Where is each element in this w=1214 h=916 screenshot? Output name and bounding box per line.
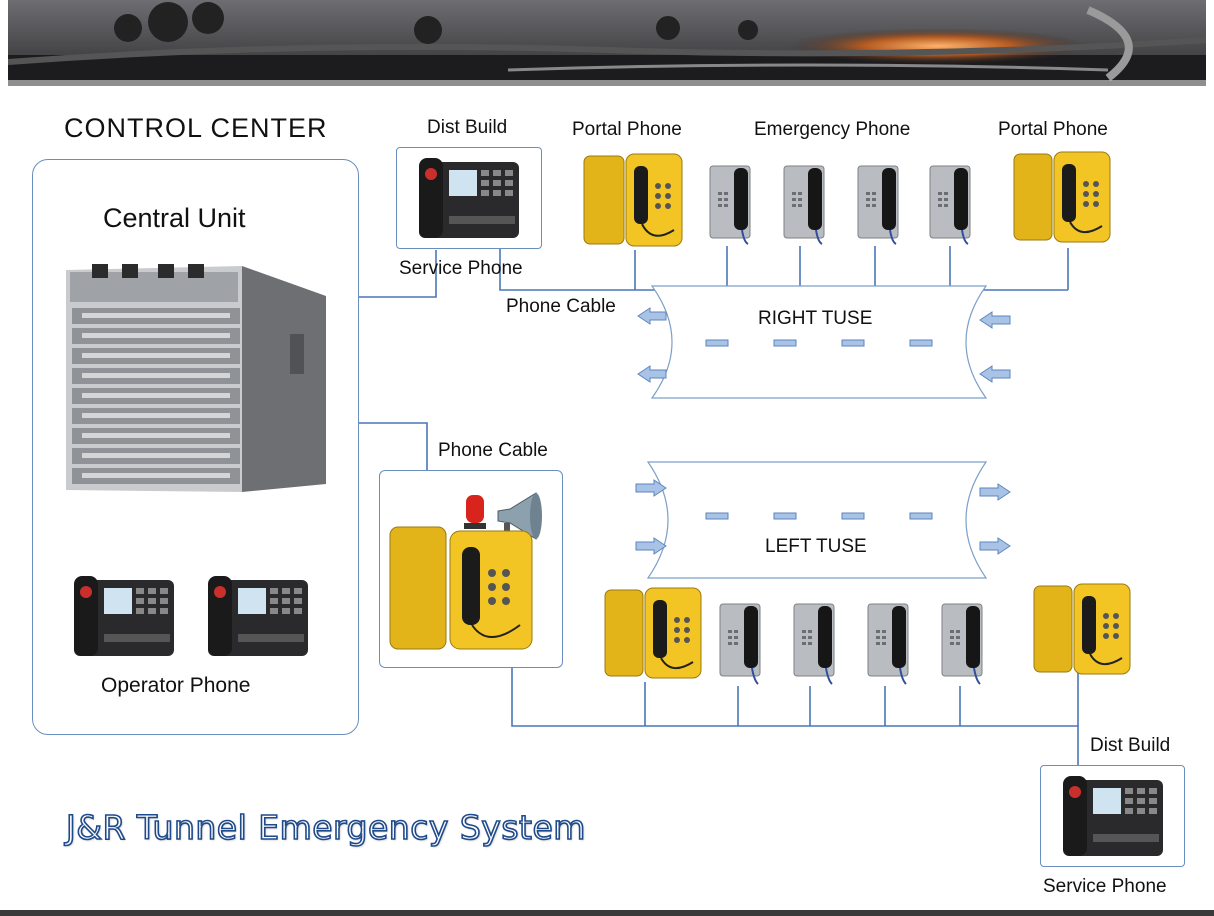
dist-build-top-box [396, 147, 542, 249]
dist-build-bottom-box [1040, 765, 1185, 867]
left-tunnel-diagram [635, 461, 1011, 579]
tunnel-road-photo [8, 0, 1206, 86]
phone-cable-mid-label: Phone Cable [438, 440, 548, 461]
left-tunnel-label: LEFT TUSE [765, 536, 867, 557]
portal-phone-left-label: Portal Phone [572, 119, 682, 140]
stainless-emergency-phone-icon [709, 165, 751, 245]
control-center-label: CONTROL CENTER [64, 113, 328, 143]
stainless-emergency-phone-icon [793, 603, 835, 685]
horn-speaker-icon [497, 492, 542, 540]
stainless-emergency-phone-icon [929, 165, 971, 245]
right-tunnel-label: RIGHT TUSE [758, 308, 873, 329]
portal-phone-box [379, 470, 563, 668]
yellow-portal-phone-icon [604, 587, 702, 679]
right-tunnel-diagram [637, 285, 1011, 399]
operator-phone-label: Operator Phone [101, 674, 251, 697]
stainless-emergency-phone-icon [941, 603, 983, 685]
dist-build-bottom-label: Dist Build [1090, 735, 1171, 756]
server-chassis-icon [66, 264, 326, 492]
beacon-light-icon [464, 495, 486, 529]
phone-cable-top-label: Phone Cable [506, 296, 616, 317]
stainless-emergency-phone-icon [719, 603, 761, 685]
desk-phone-icon [74, 576, 174, 656]
service-phone-bottom-label: Service Phone [1043, 876, 1167, 897]
system-title: J&R Tunnel Emergency System [65, 807, 586, 848]
yellow-portal-phone-icon [389, 526, 533, 650]
stainless-emergency-phone-icon [867, 603, 909, 685]
header-banner [8, 0, 1206, 86]
desk-phone-icon [419, 158, 519, 238]
cable-central-to-dist [326, 250, 437, 298]
portal-phone-right-label: Portal Phone [998, 119, 1108, 140]
desk-phone-icon [1063, 776, 1163, 856]
yellow-portal-phone-icon [1013, 151, 1111, 243]
stainless-emergency-phone-icon [857, 165, 899, 245]
yellow-portal-phone-icon [583, 153, 683, 247]
desk-phone-icon [208, 576, 308, 656]
bottom-border [0, 910, 1214, 916]
central-unit-label: Central Unit [103, 203, 246, 233]
dist-build-top-label: Dist Build [427, 117, 508, 138]
stainless-emergency-phone-icon [783, 165, 825, 245]
emergency-phone-label: Emergency Phone [754, 119, 911, 140]
service-phone-top-label: Service Phone [399, 258, 523, 279]
yellow-portal-phone-icon [1033, 583, 1131, 675]
